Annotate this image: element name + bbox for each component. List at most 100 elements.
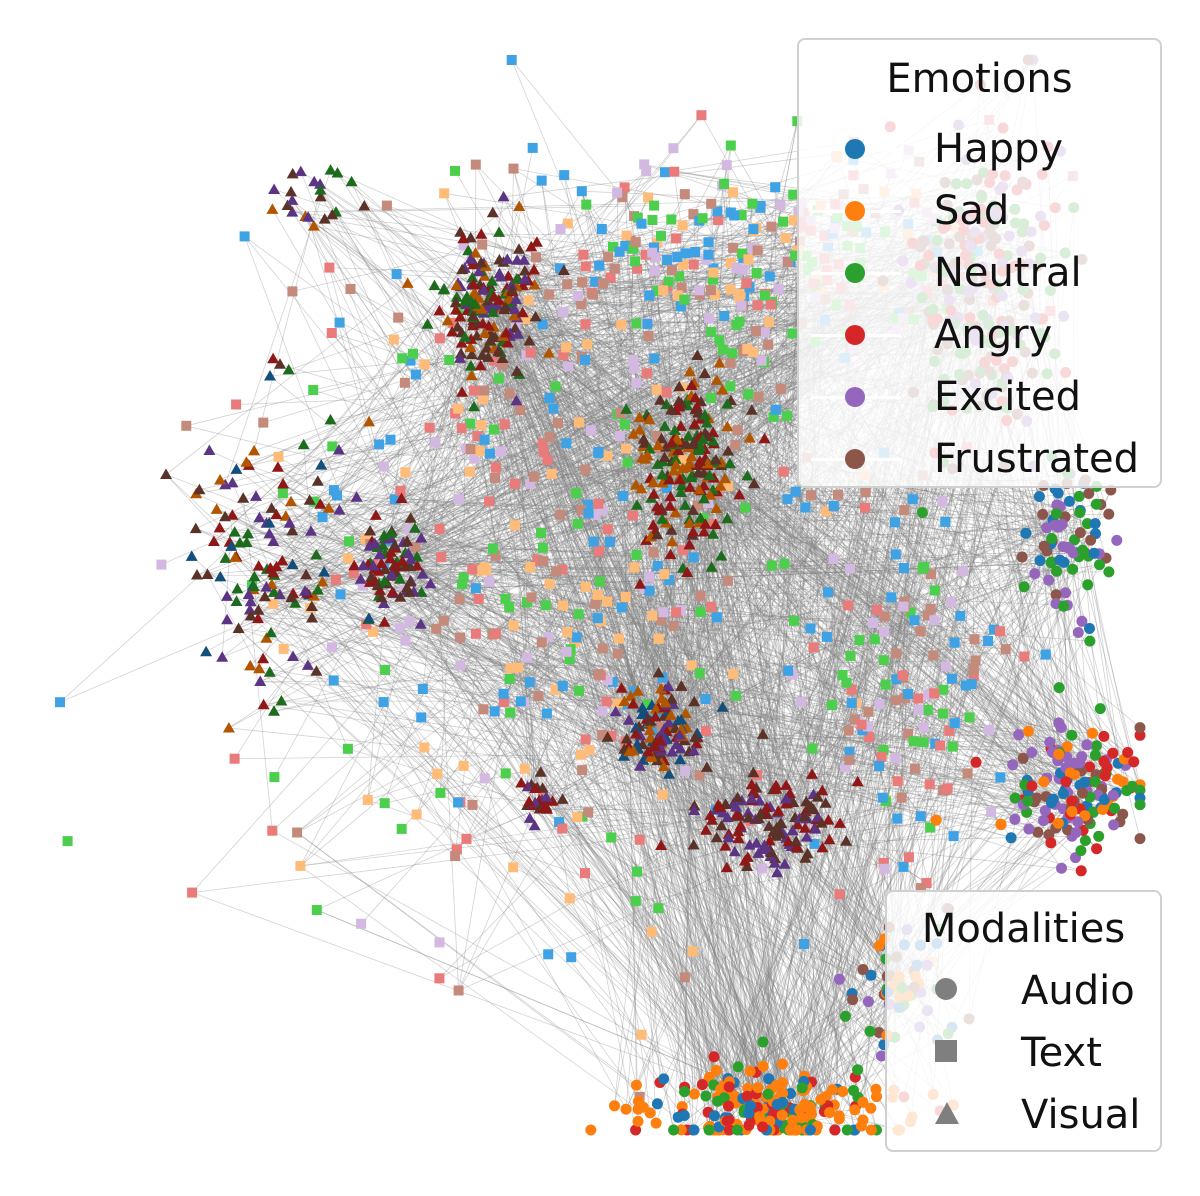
node-text-angry [457, 423, 467, 433]
node-audio-frustrated [847, 994, 858, 1005]
node-text-sad [465, 467, 475, 477]
node-text-frustrated [970, 634, 980, 644]
node-text-happy [910, 615, 920, 625]
node-text-neutral [666, 215, 676, 225]
node-audio-angry [709, 1051, 720, 1062]
node-text-frustrated [725, 358, 735, 368]
node-text-angry [662, 387, 672, 397]
node-text-frustrated [696, 591, 706, 601]
node-audio-sad [621, 1104, 632, 1115]
node-text-happy [485, 449, 495, 459]
node-text-neutral [489, 425, 499, 435]
node-text-excited [722, 160, 732, 170]
node-text-sad [525, 562, 535, 572]
node-text-excited [480, 773, 490, 783]
node-text-neutral [488, 544, 498, 554]
node-text-angry [913, 693, 923, 703]
node-text-angry [581, 262, 591, 272]
node-text-angry [898, 670, 908, 680]
node-text-happy [544, 393, 554, 403]
node-text-frustrated [471, 160, 481, 170]
node-text-happy [689, 552, 699, 562]
node-text-frustrated [763, 340, 773, 350]
node-text-frustrated [680, 189, 690, 199]
node-text-neutral [632, 867, 642, 877]
node-audio-sad [638, 1102, 649, 1113]
node-text-sad [412, 810, 422, 820]
node-visual-neutral [264, 666, 276, 677]
node-text-angry [834, 889, 844, 899]
node-text-neutral [632, 550, 642, 560]
node-audio-neutral [758, 1037, 769, 1048]
node-audio-neutral [1046, 533, 1057, 544]
node-text-frustrated [410, 542, 420, 552]
node-text-happy [471, 583, 481, 593]
node-text-frustrated [555, 510, 565, 520]
node-text-angry [578, 250, 588, 260]
node-text-sad [614, 634, 624, 644]
node-text-happy [950, 638, 960, 648]
node-audio-neutral [1067, 564, 1078, 575]
node-text-angry [943, 783, 953, 793]
node-text-excited [775, 200, 785, 210]
node-text-angry [1019, 652, 1029, 662]
node-text-frustrated [479, 386, 489, 396]
node-text-angry [696, 110, 706, 120]
node-text-frustrated [766, 222, 776, 232]
node-text-happy [748, 224, 758, 234]
node-text-excited [704, 313, 714, 323]
node-text-angry [671, 607, 681, 617]
node-audio-happy [1035, 555, 1046, 566]
node-audio-sad [777, 1059, 788, 1070]
node-text-frustrated [529, 472, 539, 482]
node-text-neutral [698, 213, 708, 223]
node-text-sad [621, 592, 631, 602]
node-audio-neutral [797, 1082, 808, 1093]
node-visual-sad [248, 445, 260, 456]
node-visual-neutral [229, 526, 241, 537]
node-text-frustrated [754, 392, 764, 402]
node-text-angry [893, 776, 903, 786]
node-audio-neutral [732, 1125, 743, 1136]
node-audio-excited [1056, 863, 1067, 874]
node-audio-angry [1076, 865, 1087, 876]
node-visual-excited [254, 676, 266, 687]
node-text-sad [652, 385, 662, 395]
node-text-excited [647, 248, 657, 258]
node-text-sad [459, 761, 469, 771]
node-text-sad [295, 861, 305, 871]
node-audio-excited [1056, 722, 1067, 733]
node-audio-sad [931, 815, 942, 826]
node-text-neutral [696, 607, 706, 617]
node-text-neutral [740, 503, 750, 513]
node-text-excited [430, 438, 440, 448]
node-audio-sad [856, 1121, 867, 1132]
node-audio-excited [1026, 747, 1037, 758]
node-text-neutral [574, 686, 584, 696]
node-text-excited [435, 937, 445, 947]
node-visual-sad [240, 456, 252, 467]
node-text-angry [436, 552, 446, 562]
node-audio-sad [754, 1111, 765, 1122]
node-text-frustrated [753, 245, 763, 255]
node-audio-neutral [917, 507, 928, 518]
node-text-happy [335, 318, 345, 328]
node-text-neutral [719, 179, 729, 189]
node-text-neutral [623, 458, 633, 468]
node-audio-frustrated [1017, 552, 1028, 563]
node-text-neutral [538, 543, 548, 553]
node-audio-neutral [1103, 566, 1114, 577]
node-text-angry [467, 564, 477, 574]
node-audio-excited [1074, 757, 1085, 768]
node-text-neutral [782, 411, 792, 421]
node-text-angry [500, 419, 510, 429]
node-text-neutral [595, 577, 605, 587]
node-audio-neutral [1075, 845, 1086, 856]
node-text-frustrated [603, 252, 613, 262]
node-audio-neutral [1058, 601, 1069, 612]
node-text-frustrated [667, 265, 677, 275]
node-audio-excited [863, 996, 874, 1007]
node-audio-happy [1054, 555, 1065, 566]
node-audio-sad [1087, 728, 1098, 739]
node-text-angry [602, 697, 612, 707]
